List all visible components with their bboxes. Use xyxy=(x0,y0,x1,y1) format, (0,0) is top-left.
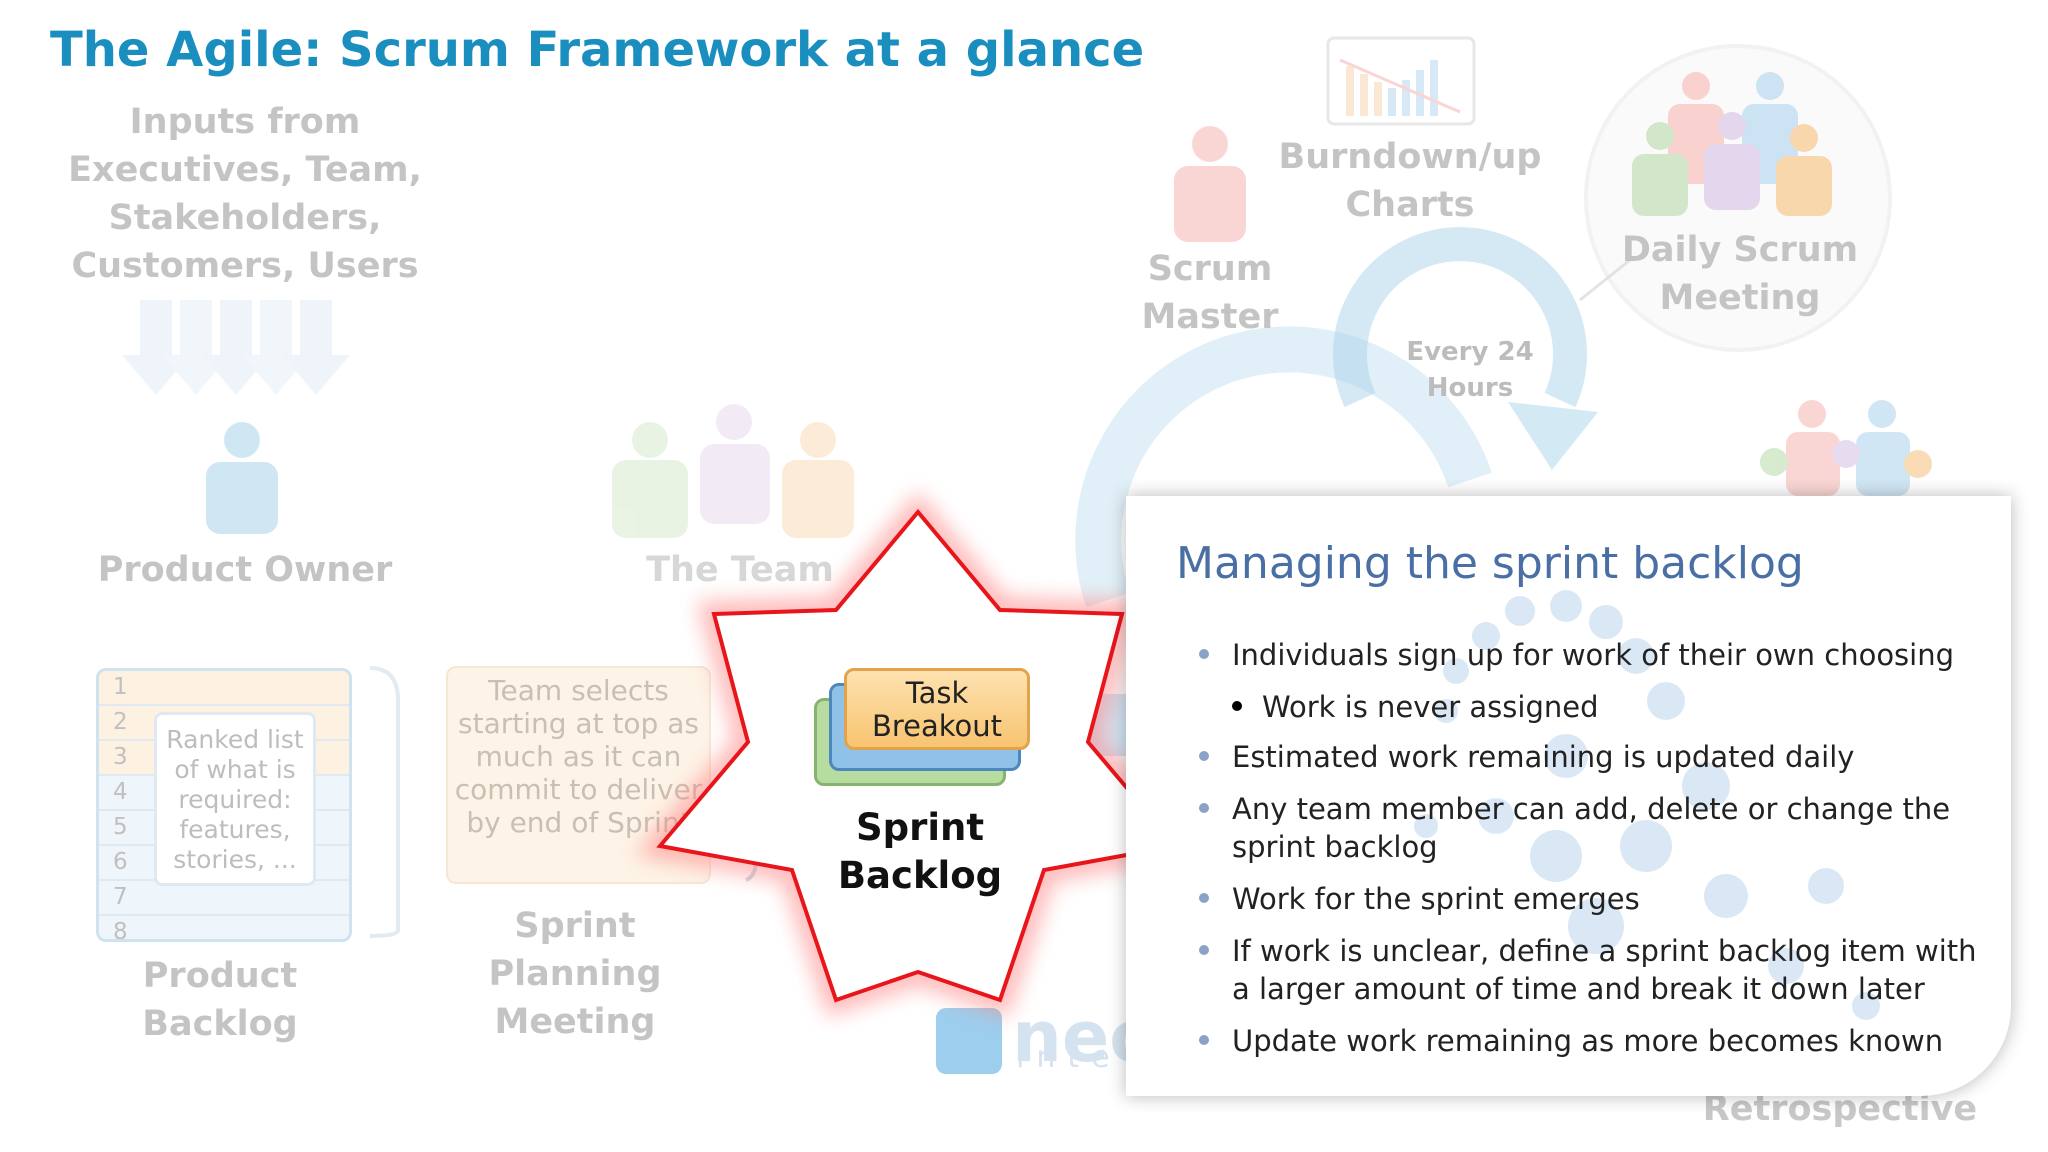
sprint-planning-label: Sprint Planning Meeting xyxy=(488,906,662,1042)
team-persons-icon xyxy=(612,404,854,538)
product-backlog-label: Product Backlog xyxy=(142,956,298,1044)
bullet-item: Work for the sprint emerges xyxy=(1192,880,1982,918)
retrospective-persons-icon xyxy=(1760,400,1932,496)
backlog-row: 8 xyxy=(99,916,349,939)
daily-scrum-label: Daily Scrum Meeting xyxy=(1621,230,1859,318)
inputs-text: Inputs from Executives, Team, Stakeholde… xyxy=(68,102,422,286)
bullet-item: If work is unclear, define a sprint back… xyxy=(1192,932,1982,1008)
task-breakout-card: Task Breakout xyxy=(844,668,1030,750)
burndown-chart-icon xyxy=(1326,36,1476,126)
popup-bubbles-decoration xyxy=(1414,590,1880,1020)
bracket-1 xyxy=(369,666,400,938)
logo-subtext: inte xyxy=(1016,1040,1122,1075)
team-label: The Team xyxy=(646,550,834,590)
sprint-cycle-arrow-icon xyxy=(1075,326,1492,608)
bullet-item: Estimated work remaining is updated dail… xyxy=(1192,738,1982,776)
popup-title: Managing the sprint backlog xyxy=(1176,538,1804,589)
page-title: The Agile: Scrum Framework at a glance xyxy=(50,22,1145,78)
daily-scrum-circle xyxy=(1584,44,1892,352)
scrum-master-label: Scrum Master xyxy=(1141,249,1279,337)
connector-line xyxy=(1579,258,1631,302)
backlog-row: 1 xyxy=(99,671,349,706)
cycle-arrow-icon xyxy=(1333,227,1598,470)
product-owner-person-icon xyxy=(206,422,278,534)
bullet-item: Update work remaining as more becomes kn… xyxy=(1192,1022,1982,1060)
product-backlog-description: Ranked list of what is required: feature… xyxy=(154,712,316,886)
sprint-backlog-label: Sprint Backlog xyxy=(837,806,1003,897)
scrum-master-person-icon xyxy=(1174,126,1246,242)
popup-bullet-list: Individuals sign up for work of their ow… xyxy=(1192,636,1982,1074)
bullet-item: Any team member can add, delete or chang… xyxy=(1192,790,1982,866)
bullet-subitem: Work is never assigned xyxy=(1192,688,1982,726)
backlog-row: 7 xyxy=(99,881,349,916)
bullet-item: Individuals sign up for work of their ow… xyxy=(1192,636,1982,674)
input-arrows-icon xyxy=(122,300,350,395)
logo-drop-icon xyxy=(936,1008,1002,1074)
every-24-hours-label: Every 24 Hours xyxy=(1406,337,1534,403)
burndown-label: Burndown/up Charts xyxy=(1278,137,1542,225)
product-owner-label: Product Owner xyxy=(97,550,393,590)
